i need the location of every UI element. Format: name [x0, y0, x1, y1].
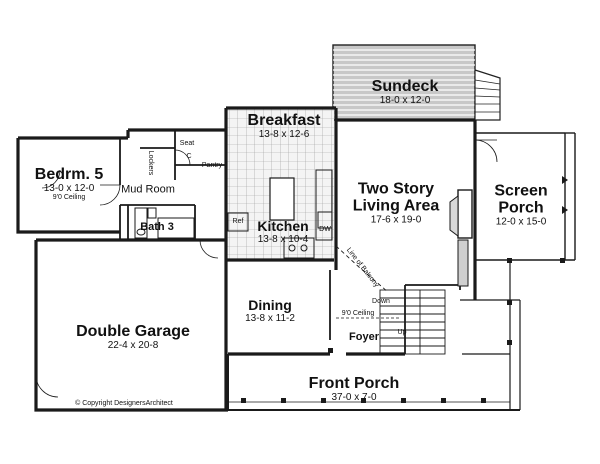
dining-ceiling-note: 9'0 Ceiling [341, 310, 375, 317]
sundeck-deck [332, 44, 501, 121]
balcony-line [335, 245, 389, 293]
fireplace [449, 189, 473, 239]
room-name-line2: Porch [498, 199, 544, 217]
label-stair-up: Up [397, 329, 407, 336]
room-name: Breakfast [247, 112, 321, 129]
room-name: Bedrm. 5 [34, 166, 104, 183]
room-breakfast: Breakfast 13-8 x 12-6 [248, 112, 321, 140]
kitchen-island [269, 177, 295, 221]
exterior-walls [16, 106, 477, 412]
front-porch-outline [227, 260, 521, 411]
label-dishwasher: DW [319, 226, 331, 233]
label-closet: C [186, 153, 192, 160]
room-size: 13-8 x 11-2 [245, 313, 295, 324]
copyright-note: © Copyright DesignersArchitect [75, 400, 173, 407]
label-ref: Ref [232, 218, 244, 225]
bath-fixtures [134, 207, 195, 239]
room-name: Kitchen [257, 218, 309, 234]
room-name: Double Garage [76, 323, 190, 340]
side-shaft [457, 239, 469, 287]
arrow-icons [562, 176, 568, 214]
kitchen-counters [227, 169, 333, 259]
room-name-line2: Living Area [352, 197, 440, 215]
room-size: 13-8 x 12-6 [258, 129, 310, 140]
label-seat: Seat [179, 140, 195, 147]
label-stair-down: Down [372, 298, 390, 305]
room-name-line1: Screen [494, 182, 548, 200]
label-pantry: Pantry [201, 162, 223, 169]
room-size: 37-0 x 7-0 [331, 392, 377, 403]
room-mud-room: Mud Room [121, 183, 175, 196]
room-bedroom-5: Bedrm. 5 13-0 x 12-0 9'0 Ceiling [35, 166, 103, 202]
room-sundeck: Sundeck 18-0 x 12-0 [372, 78, 439, 106]
room-dining: Dining 13-8 x 11-2 [245, 297, 295, 325]
room-name: Front Porch [308, 375, 400, 392]
room-kitchen: Kitchen 13-8 x 10-4 [257, 218, 309, 246]
room-name-line1: Two Story [357, 180, 435, 198]
door-swings [35, 149, 219, 398]
room-name: Sundeck [371, 78, 439, 95]
room-size: 12-0 x 15-0 [495, 216, 547, 228]
room-size: 17-6 x 19-0 [370, 214, 422, 226]
interior-walls [119, 130, 461, 354]
room-size: 18-0 x 12-0 [379, 95, 431, 106]
room-living-area: Two Story Living Area 17-6 x 19-0 [353, 181, 440, 226]
room-size: 22-4 x 20-8 [107, 340, 159, 351]
stair-case [379, 289, 446, 355]
room-screen-porch: Screen Porch 12-0 x 15-0 [494, 183, 547, 228]
label-lockers: Lockers [147, 150, 154, 176]
room-bath-3: Bath 3 [140, 221, 174, 233]
room-front-porch: Front Porch 37-0 x 7-0 [309, 375, 400, 403]
room-foyer: Foyer [349, 331, 379, 343]
room-size: 13-0 x 12-0 [43, 183, 95, 194]
room-name: Dining [248, 297, 292, 313]
room-ceiling: 9'0 Ceiling [52, 194, 86, 201]
room-size: 13-8 x 10-4 [257, 234, 309, 245]
room-double-garage: Double Garage 22-4 x 20-8 [76, 323, 190, 351]
screen-porch-outline [474, 132, 576, 261]
